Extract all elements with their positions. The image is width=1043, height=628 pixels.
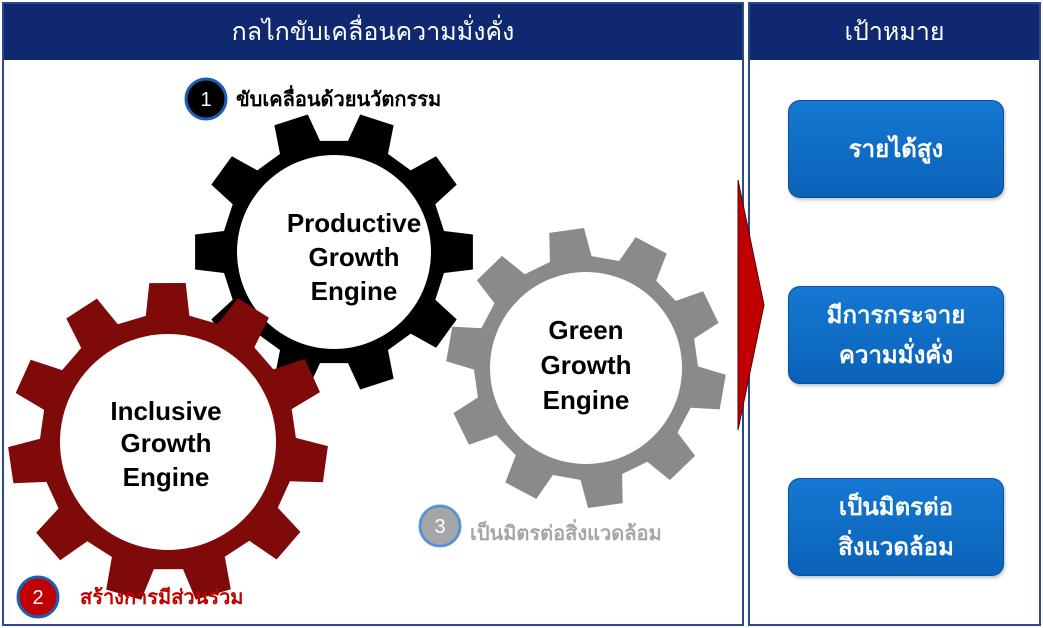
gear-green-line3: Engine [543, 385, 630, 415]
gear-green-line2: Growth [541, 350, 632, 380]
gear-green-line1: Green [548, 315, 623, 345]
arrow-to-goals [737, 179, 765, 431]
mechanism-header: กลไกขับเคลื่อนความมั่งคั่ง [4, 4, 742, 60]
step-1-number: 1 [200, 89, 211, 111]
goal-environment-friendly: เป็นมิตรต่อ สิ่งแวดล้อม [788, 478, 1004, 576]
goals-header: เป้าหมาย [750, 4, 1039, 60]
step-3-number: 3 [434, 516, 445, 538]
gear-inclusive: Inclusive Growth Engine [8, 283, 328, 600]
step-3-environment: 3 เป็นมิตรต่อสิ่งแวดล้อม [418, 504, 662, 548]
goals-panel: เป้าหมาย รายได้สูง มีการกระจาย ความมั่งค… [748, 2, 1041, 626]
step-1-innovation: 1 ขับเคลื่อนด้วยนวัตกรรม [184, 77, 441, 121]
goal-wealth-distribution: มีการกระจาย ความมั่งคั่ง [788, 286, 1004, 384]
gear-productive-line2: Growth [309, 242, 400, 272]
step-2-participation: 2 สร้างการมีส่วนร่วม [16, 575, 243, 619]
gear-inclusive-line1: Inclusive [110, 396, 221, 426]
step-1-label: ขับเคลื่อนด้วยนวัตกรรม [236, 84, 441, 111]
step-2-number: 2 [32, 587, 43, 609]
gear-productive-line3: Engine [311, 276, 398, 306]
goal-high-income: รายได้สูง [788, 100, 1004, 198]
step-3-label: เป็นมิตรต่อสิ่งแวดล้อม [470, 518, 662, 545]
step-2-label: สร้างการมีส่วนร่วม [80, 585, 243, 609]
goal-label-line1: เป็นมิตรต่อ [838, 493, 954, 521]
gear-inclusive-line2: Growth [121, 428, 212, 458]
goal-label-line2: ความมั่งคั่ง [838, 341, 954, 369]
goal-label-line2: สิ่งแวดล้อม [838, 533, 954, 561]
goal-label-line1: มีการกระจาย [826, 301, 966, 329]
gear-productive-line1: Productive [287, 208, 421, 238]
gear-inclusive-line3: Engine [123, 462, 210, 492]
gear-green: Green Growth Engine [446, 228, 726, 508]
goal-label: รายได้สูง [848, 135, 944, 163]
